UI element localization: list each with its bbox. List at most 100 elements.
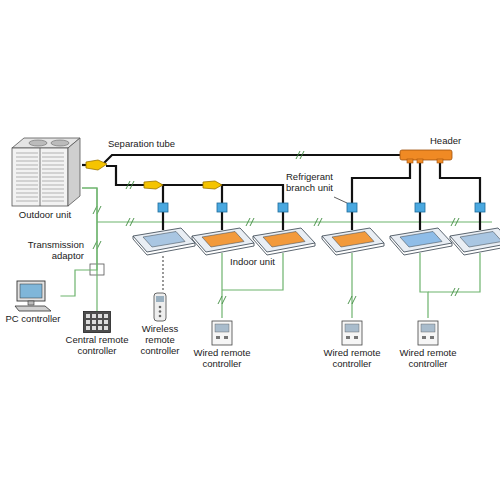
transmission-line (82, 188, 97, 311)
refrigerant-pipe (351, 212, 353, 230)
indoor-unit-edge (450, 236, 500, 255)
wire-mark (296, 151, 300, 159)
wireless-icon-part (159, 315, 162, 318)
outdoor-icon-part (29, 140, 47, 146)
indoor-unit-panel (400, 232, 442, 248)
indoor-unit-edge (253, 236, 315, 255)
refrigerant-pipe (162, 212, 164, 230)
wire-mark (451, 218, 455, 226)
outdoor-icon-part (51, 140, 69, 146)
device-node: Wired remote controller (320, 320, 384, 370)
device-label: PC controller (6, 314, 61, 325)
wireless-signal (162, 256, 163, 290)
branch-unit (217, 203, 227, 212)
transmission-wire (97, 221, 492, 222)
wire-mark (246, 218, 250, 226)
transmission-wire (420, 253, 428, 318)
separation-tube (144, 181, 163, 189)
wired-icon-part (342, 321, 362, 345)
header (400, 150, 452, 163)
branch-unit (415, 203, 425, 212)
outdoor-icon-part (12, 148, 68, 206)
wire-mark (218, 296, 222, 304)
wire-mark (455, 218, 459, 226)
indoor-unit-edge (192, 236, 254, 255)
device-label: Wired remote controller (396, 348, 460, 370)
outdoor-icon-part (40, 148, 41, 206)
transmission-wire (428, 253, 480, 292)
indoor-unit-panel (263, 232, 305, 248)
wired-icon-part (421, 324, 435, 332)
indoor-unit (192, 228, 254, 252)
indoor-unit-edge (322, 236, 384, 255)
transmission-wire (222, 253, 283, 290)
wire-mark (455, 288, 459, 296)
device-label: Wired remote controller (190, 348, 254, 370)
refrigerant-pipe (221, 185, 223, 203)
central-icon-part (92, 326, 96, 330)
refrigerant-pipe (162, 185, 164, 203)
part-label: Separation tube (108, 139, 175, 150)
wireless-icon-part (156, 296, 164, 302)
transmission-wire (221, 253, 222, 318)
central-icon-part (92, 320, 96, 324)
wired-icon (341, 320, 363, 346)
wired-icon-part (212, 321, 232, 345)
central-icon-part (104, 314, 108, 318)
indoor-unit-group (133, 203, 500, 255)
pc-icon-part (28, 301, 34, 305)
device-node: Central remote controller (62, 311, 132, 357)
wired-icon-part (430, 336, 434, 339)
wire-mark (314, 218, 318, 226)
header (400, 150, 452, 160)
transmission-wire (351, 253, 352, 318)
device-node: PC controller (6, 280, 61, 325)
central-icon-part (86, 314, 90, 318)
indoor-unit (253, 228, 315, 252)
wired-icon-part (346, 336, 350, 339)
branch-unit (278, 203, 288, 212)
refrigerant-pipe (221, 212, 223, 230)
central-icon-part (98, 326, 102, 330)
device-label: Outdoor unit (19, 210, 71, 221)
refrigerant-pipe (419, 212, 421, 230)
wire-mark (352, 296, 356, 304)
indoor-unit-panel (143, 232, 185, 248)
refrigerant-pipe (479, 212, 481, 230)
separation-tube (86, 160, 222, 189)
central-icon-part (84, 312, 111, 333)
branch-unit (347, 203, 357, 212)
device-label: Wireless remote controller (137, 324, 183, 357)
wire-mark (126, 181, 130, 189)
refrigerant-pipe (419, 160, 421, 203)
wired-icon-part (215, 324, 229, 332)
wire-mark (222, 296, 226, 304)
wired-icon-part (354, 336, 358, 339)
wire-mark (250, 218, 254, 226)
wired-icon (211, 320, 233, 346)
wire-mark (130, 218, 134, 226)
refrigerant-pipe (106, 166, 283, 203)
device-node: Outdoor unit (8, 136, 82, 221)
part-label: Header (430, 136, 461, 147)
wireless-icon-part (159, 310, 162, 313)
device-node: Wired remote controller (396, 320, 460, 370)
header (407, 159, 413, 163)
wired-icon-part (345, 324, 359, 332)
wired-icon-part (216, 336, 220, 339)
indoor-unit-edge (133, 236, 195, 255)
separation-tube (86, 160, 107, 170)
device-label: Wired remote controller (320, 348, 384, 370)
refrigerant-pipe (440, 160, 480, 203)
wired-icon-part (418, 321, 438, 345)
refrigerant-pipe (352, 160, 410, 203)
wireless-icon (153, 292, 167, 322)
indoor-unit-panel (332, 232, 374, 248)
device-node: Wireless remote controller (137, 292, 183, 357)
wire-mark (126, 218, 130, 226)
wireless-icon-part (159, 306, 162, 309)
central-icon-part (104, 320, 108, 324)
central-icon-part (86, 320, 90, 324)
outdoor-icon (8, 136, 82, 208)
